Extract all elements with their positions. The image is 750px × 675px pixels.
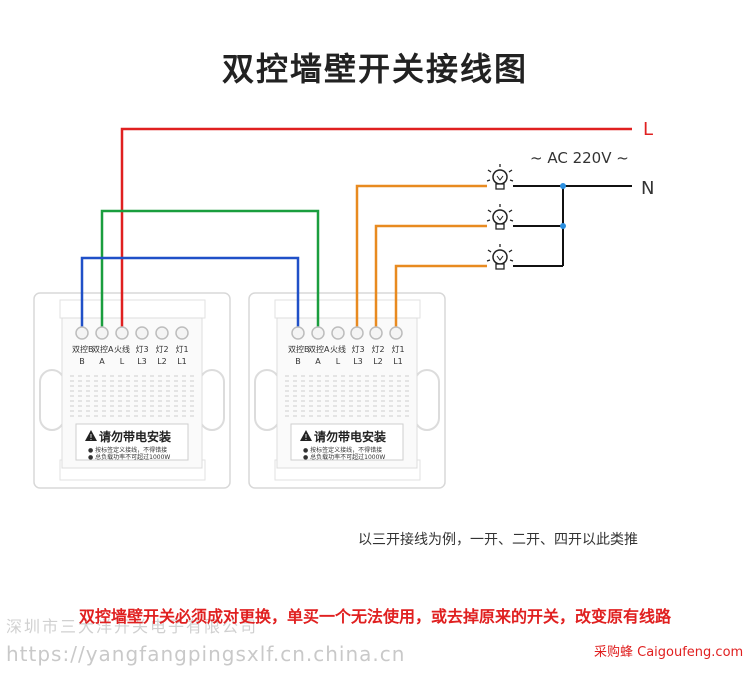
orange-wire-2: [374, 224, 487, 331]
company-watermark: 深圳市三大洋开关电子有限公司: [6, 617, 259, 636]
terminal-label: 灯2: [155, 345, 169, 354]
warning-title-1: 请勿带电安装: [99, 430, 172, 444]
warning-line-1b: ● 总负载功率不可超过1000W: [88, 454, 171, 461]
site-watermark: 采购蜂 Caigoufeng.com: [594, 645, 744, 660]
warning-line-1a: ● 按标签定义接线，不得错接: [88, 447, 168, 454]
terminal-labels-top-1: 双控B 双控A 火线 灯3 灯2 灯1: [72, 344, 192, 355]
switch-panel-1: [33, 292, 231, 489]
junction-dot: [560, 183, 566, 189]
switch-panel-2: [248, 292, 446, 489]
light-bulb-icon: [486, 164, 514, 190]
terminal-label: 双控A: [92, 345, 114, 354]
terminal-code: B: [79, 357, 85, 366]
terminal-code: A: [315, 357, 321, 366]
neutral-label: N: [641, 178, 655, 199]
orange-wire-3: [394, 264, 487, 331]
terminal-label: 灯3: [135, 345, 149, 354]
terminal-labels-top-2: 双控B 双控A 火线 灯3 灯2 灯1: [288, 344, 408, 355]
svg-text:!: !: [89, 433, 92, 442]
warning-icon: !: [300, 430, 312, 442]
terminal-labels-bottom-1: B A L L3 L2 L1: [72, 357, 192, 366]
line-label: L: [643, 119, 654, 140]
terminal-code: B: [295, 357, 301, 366]
terminal-code: L3: [353, 357, 363, 366]
voltage-label: ~ AC 220V ~: [530, 149, 629, 167]
terminal-label: 双控B: [72, 345, 94, 354]
light-bulb-icon: [486, 244, 514, 270]
replacement-warning: 双控墙壁开关必须成对更换，单买一个无法使用，或去掉原来的开关，改变原有线路: [78, 607, 671, 626]
orange-wire-1: [355, 184, 487, 331]
terminal-code: L1: [177, 357, 187, 366]
warning-line-2a: ● 按标签定义接线，不得错接: [303, 447, 383, 454]
warning-title-2: 请勿带电安装: [314, 430, 387, 444]
terminal-label: 灯1: [391, 345, 405, 354]
terminal-code: L3: [137, 357, 147, 366]
live-wire: [120, 127, 632, 331]
page-title: 双控墙壁开关接线图: [221, 50, 528, 88]
warning-icon: !: [85, 430, 97, 442]
terminal-code: A: [99, 357, 105, 366]
terminal-label: 双控A: [308, 345, 330, 354]
vent-grid-1: [70, 375, 194, 417]
url-watermark: https://yangfangpingsxlf.cn.china.cn: [6, 642, 406, 666]
warning-line-2b: ● 总负载功率不可超过1000W: [303, 454, 386, 461]
light-bulb-icon: [486, 204, 514, 230]
terminal-screws-2: [291, 326, 403, 340]
terminal-label: 灯3: [351, 345, 365, 354]
terminal-label: 灯2: [371, 345, 385, 354]
terminal-code: L: [335, 357, 341, 366]
terminal-screws-1: [75, 326, 189, 340]
wires: [80, 127, 632, 331]
terminal-code: L: [119, 357, 125, 366]
terminal-code: L2: [157, 357, 167, 366]
junction-dot: [560, 223, 566, 229]
vent-grid-2: [285, 375, 409, 417]
example-note: 以三开接线为例，一开、二开、四开以此类推: [358, 532, 638, 548]
neutral-branch: [513, 186, 564, 267]
terminal-label: 灯1: [175, 345, 189, 354]
blue-wire: [80, 256, 300, 331]
terminal-code: L1: [393, 357, 403, 366]
terminal-label: 火线: [114, 345, 130, 354]
terminal-label: 双控B: [288, 345, 310, 354]
green-wire: [100, 209, 320, 331]
terminal-code: L2: [373, 357, 383, 366]
terminal-label: 火线: [330, 345, 346, 354]
svg-text:!: !: [304, 433, 307, 442]
terminal-labels-bottom-2: B A L L3 L2 L1: [288, 357, 408, 366]
